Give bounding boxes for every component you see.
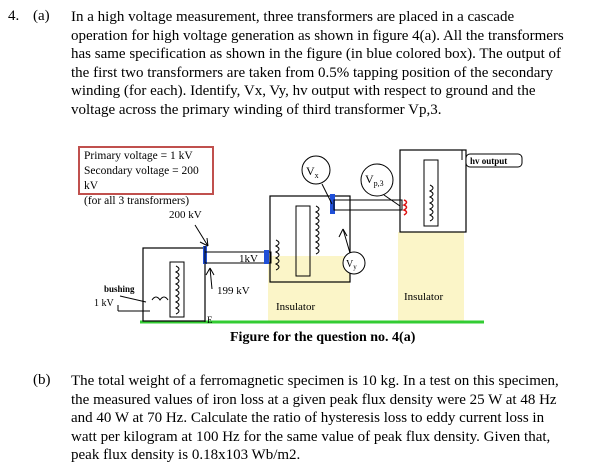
label-vx: Vx [306, 164, 319, 180]
transformer-1-tank [142, 247, 206, 322]
transformer-2-coil [274, 239, 280, 271]
figure-caption: Figure for the question no. 4(a) [230, 330, 416, 345]
arrow-199kv [205, 267, 215, 290]
part-b-line: watt per kilogram at 100 Hz for the same… [71, 428, 551, 445]
spec-line: (for all 3 transformers) [84, 195, 190, 207]
label-1kv-left: 1 kV [94, 298, 115, 309]
label-hv-output: hv output [470, 156, 507, 166]
part-b-text: The total weight of a ferromagnetic spec… [71, 372, 603, 465]
part-a-line: operation for high voltage generation as… [71, 27, 564, 44]
part-b-line: peak flux density is 0.18x103 Wb/m2. [71, 447, 301, 463]
vx-meter [301, 155, 331, 185]
bushing-coil [151, 296, 169, 301]
transformer-3-tank [399, 149, 467, 233]
transformer-3-coil [428, 184, 434, 222]
transformer-3-core [423, 159, 439, 227]
label-earth: E [207, 315, 213, 325]
transformer-1-core [169, 261, 185, 318]
spec-line: Primary voltage = 1 kV [84, 150, 193, 162]
bus-1 [204, 251, 272, 264]
transformer-2-tank [269, 195, 351, 283]
transformer-3-primary-coil [402, 199, 408, 216]
part-b-line: the measured values of iron loss at a gi… [71, 391, 557, 408]
label-insulator-2: Insulator [404, 291, 443, 303]
label-vy: Vy [346, 259, 357, 271]
part-b-line: and 40 W at 70 Hz. Calculate the ratio o… [71, 410, 545, 426]
part-a-line: voltage across the primary winding of th… [71, 101, 442, 118]
bus-1-blue [264, 250, 269, 264]
part-a-line: the first two transformers are taken fro… [71, 64, 553, 81]
spec-line: Secondary voltage = 200 kV [84, 165, 199, 192]
transformer-1-coil [174, 265, 180, 315]
part-a-label: (a) [33, 8, 50, 24]
label-vp3: Vp,3 [365, 172, 384, 188]
transformer-2-core [295, 205, 311, 277]
transformer-2-secondary [314, 205, 320, 255]
vp3-meter [360, 163, 394, 197]
part-a-line: winding (for each). Identify, Vx, Vy, hv… [71, 83, 536, 99]
insulator-pad-2 [398, 232, 464, 322]
bus-2 [333, 199, 403, 211]
label-1kv-top: 1kV [239, 253, 258, 265]
arrow-bushing [119, 295, 147, 303]
insulator-pad-1 [268, 256, 350, 322]
hv-output-callout [465, 153, 523, 168]
vy-meter [342, 251, 366, 275]
label-199kv: 199 kV [217, 285, 250, 297]
label-insulator-1: Insulator [276, 301, 315, 313]
part-b-label: (b) [33, 372, 51, 388]
part-a-line: In a high voltage measurement, three tra… [71, 9, 515, 25]
part-a-text: In a high voltage measurement, three tra… [71, 8, 603, 119]
hv-bushing-2 [330, 194, 335, 214]
question-number: 4. [8, 8, 20, 24]
arrow-200kv [194, 224, 209, 247]
part-a-line: has same specification as shown in the f… [71, 46, 562, 62]
vy-arrow [342, 228, 351, 254]
label-bushing: bushing [104, 284, 135, 294]
specification-box: Primary voltage = 1 kV Secondary voltage… [78, 146, 214, 207]
label-200kv: 200 kV [169, 209, 202, 221]
vx-lead [321, 183, 333, 205]
part-b-line: The total weight of a ferromagnetic spec… [71, 373, 559, 389]
vp3-lead [383, 194, 401, 207]
